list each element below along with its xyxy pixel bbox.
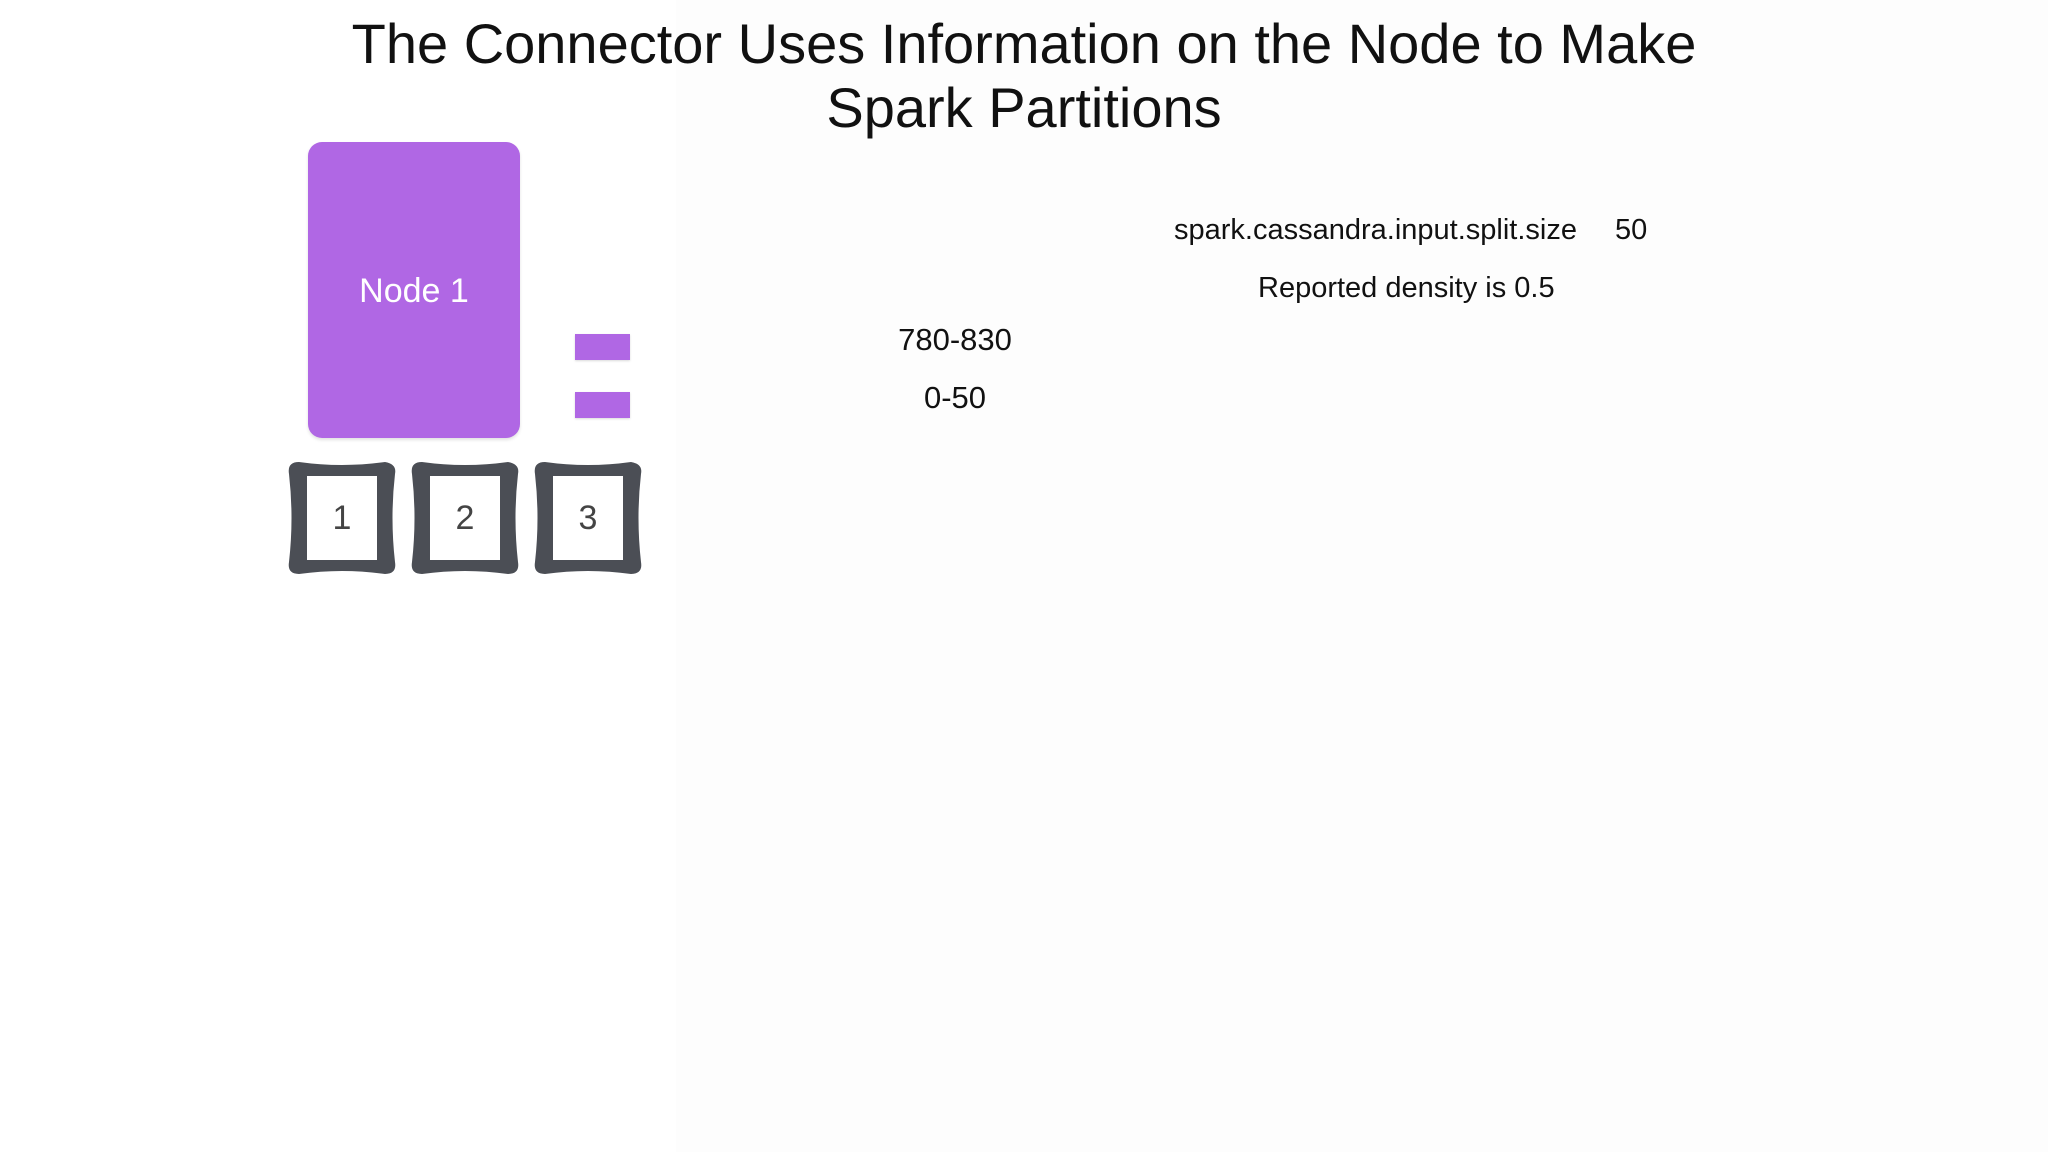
slide-background-right [676, 0, 2048, 1152]
partition-slot-2: 2 [410, 460, 520, 576]
slot-frame-icon [288, 462, 396, 574]
slot-frame-icon [411, 462, 519, 574]
partition-slot-1: 1 [287, 460, 397, 576]
config-value: 50 [1615, 214, 1648, 246]
slide-title: The Connector Uses Information on the No… [0, 12, 2048, 140]
token-range-label-2: 0-50 [923, 380, 987, 415]
node-label: Node 1 [359, 271, 469, 310]
partition-slot-label: 2 [455, 498, 475, 537]
config-key: spark.cassandra.input.split.size [1174, 214, 1577, 246]
token-range-label-1: 780-830 [898, 322, 1012, 357]
density-note: Reported density is 0.5 [1258, 272, 1555, 304]
token-range-chip-2 [575, 392, 630, 418]
partition-slot-label: 1 [332, 498, 352, 537]
token-range-chip-1 [575, 334, 630, 360]
slot-frame-icon [534, 462, 642, 574]
partition-slot-3: 3 [533, 460, 643, 576]
partition-slot-label: 3 [578, 498, 598, 537]
node-1-box: Node 1 [308, 142, 520, 438]
slide-title-line-1: The Connector Uses Information on the No… [351, 12, 1697, 75]
slide-title-line-2: Spark Partitions [826, 76, 1222, 139]
